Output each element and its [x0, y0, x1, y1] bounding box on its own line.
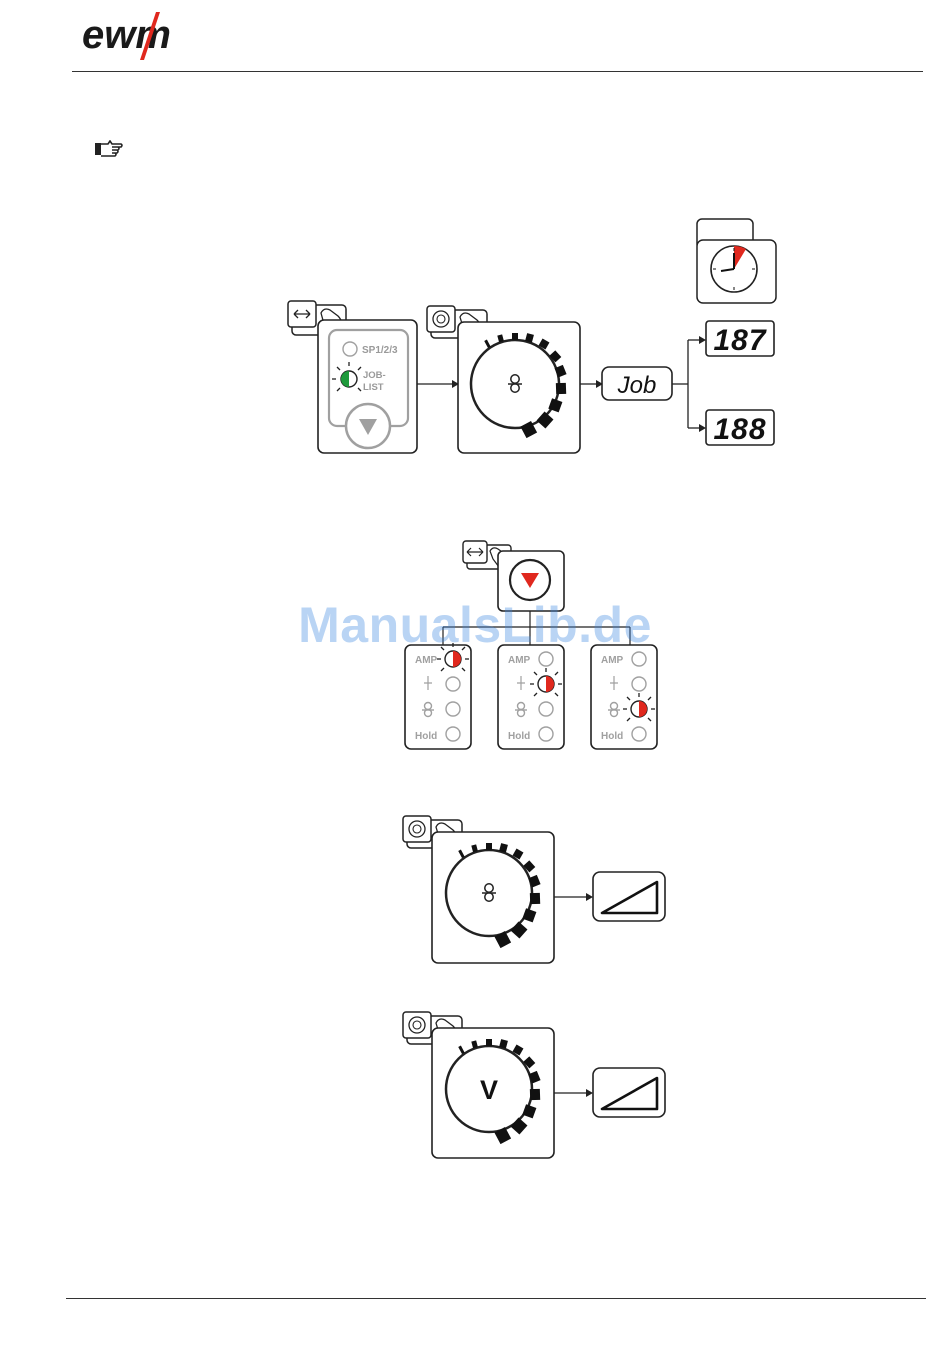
led: [446, 677, 460, 691]
rotary-knob-panel[interactable]: [458, 322, 580, 453]
ramp-icon: [593, 1068, 665, 1117]
amp-label: AMP: [508, 655, 531, 666]
rotary-knob-panel[interactable]: V: [432, 1028, 554, 1158]
ramp-icon: [593, 872, 665, 921]
display-top-value: 187: [713, 324, 766, 357]
led: [632, 727, 646, 741]
hold-label: Hold: [508, 731, 530, 742]
indicator-panel-1: AMP Hold: [405, 643, 471, 749]
amp-label: AMP: [415, 655, 438, 666]
display-188: 188: [706, 410, 774, 446]
job-display: Job: [602, 367, 672, 400]
job-label: Job: [617, 372, 657, 399]
led: [539, 727, 553, 741]
watermark: ManualsLib.de: [0, 596, 950, 654]
diagram-job-select: SP1/2/3 JOB- LIST: [280, 210, 800, 470]
led: [632, 677, 646, 691]
clock-icon: [697, 219, 776, 303]
indicator-panel-2: AMP Hold: [498, 645, 564, 749]
hold-label: Hold: [601, 731, 623, 742]
option-joblist-label-2: LIST: [363, 382, 384, 393]
hold-label: Hold: [415, 731, 437, 742]
led: [446, 702, 460, 716]
display-bottom-value: 188: [713, 413, 766, 446]
header-rule: [72, 71, 923, 72]
amp-label: AMP: [601, 655, 624, 666]
led: [539, 702, 553, 716]
indicator-panel-3: AMP Hold: [591, 645, 657, 749]
diagram-voltage: V: [395, 1005, 675, 1165]
display-187: 187: [706, 321, 774, 357]
led: [632, 652, 646, 666]
option-joblist-label-1: JOB-: [363, 370, 386, 381]
rotary-knob-panel[interactable]: [432, 832, 554, 963]
voltage-label: V: [480, 1075, 498, 1105]
ewm-logo: ewm: [82, 10, 217, 64]
option-sp123-label: SP1/2/3: [362, 345, 398, 356]
diagram-wire-speed: [395, 808, 675, 968]
hand-pointer-icon: [94, 140, 124, 160]
led: [539, 652, 553, 666]
footer-rule: [66, 1298, 926, 1299]
led-sp123: [343, 342, 357, 356]
logo-text: ewm: [82, 13, 171, 57]
led: [446, 727, 460, 741]
job-select-panel[interactable]: SP1/2/3 JOB- LIST: [318, 320, 417, 453]
